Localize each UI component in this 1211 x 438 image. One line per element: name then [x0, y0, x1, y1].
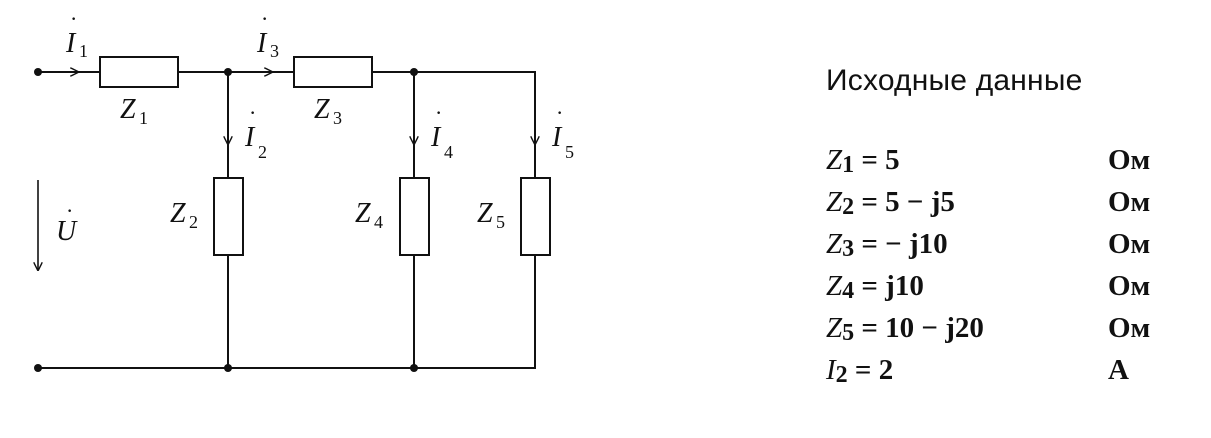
param-row-z2: Z2 = 5 − j5 Ом — [826, 186, 1186, 228]
impedance-label-z1: Z 1 — [120, 94, 148, 128]
svg-text:I: I — [65, 28, 77, 59]
svg-text:1: 1 — [79, 41, 88, 61]
terminal-bottom — [34, 364, 42, 372]
bottom-wire — [38, 255, 536, 369]
param-unit: Ом — [1108, 186, 1151, 218]
param-unit: Ом — [1108, 312, 1151, 344]
svg-text:4: 4 — [444, 142, 453, 162]
param-unit: Ом — [1108, 144, 1151, 176]
resistor-z2 — [213, 177, 244, 256]
param-value: = 5 — [861, 144, 900, 176]
svg-text:U: U — [56, 216, 78, 247]
current-label-i1: · I 1 — [65, 6, 88, 61]
svg-text:4: 4 — [374, 212, 383, 232]
node-bottom-z2 — [224, 364, 232, 372]
param-row-z4: Z4 = j10 Ом — [826, 270, 1186, 312]
svg-text:I: I — [551, 122, 563, 153]
param-unit: А — [1108, 354, 1129, 386]
circuit-diagram: · I 1 · I 3 · I 2 · I 4 · I 5 · U Z 1 Z … — [0, 6, 574, 372]
svg-text:I: I — [430, 122, 442, 153]
svg-text:1: 1 — [139, 108, 148, 128]
svg-text:2: 2 — [258, 142, 267, 162]
param-row-z1: Z1 = 5 Ом — [826, 144, 1186, 186]
impedance-label-z3: Z 3 — [314, 94, 342, 128]
svg-text:·: · — [70, 6, 77, 31]
param-symbol: Z — [826, 270, 843, 302]
svg-text:·: · — [261, 6, 268, 31]
param-index: 2 — [842, 194, 855, 220]
param-row-i2: I2 = 2 А — [826, 354, 1186, 396]
svg-text:Z: Z — [355, 198, 371, 229]
svg-text:2: 2 — [189, 212, 198, 232]
svg-text:I: I — [244, 122, 256, 153]
resistor-z3 — [293, 56, 373, 88]
current-label-i3: · I 3 — [256, 6, 279, 61]
resistor-z4 — [399, 177, 430, 256]
voltage-label-u: · U — [56, 198, 78, 247]
param-index: 3 — [842, 236, 855, 262]
param-value: = 10 − j20 — [861, 312, 984, 344]
svg-text:5: 5 — [565, 142, 574, 162]
svg-text:I: I — [256, 28, 268, 59]
node-top-z2 — [224, 68, 232, 76]
param-value: = 2 — [854, 354, 894, 386]
svg-text:3: 3 — [333, 108, 342, 128]
impedance-label-z5: Z 5 — [477, 198, 505, 232]
svg-text:Z: Z — [170, 198, 186, 229]
svg-text:·: · — [556, 100, 563, 125]
node-bottom-z4 — [410, 364, 418, 372]
svg-text:3: 3 — [270, 41, 279, 61]
impedance-label-z2: Z 2 — [170, 198, 198, 232]
terminal-top — [34, 68, 42, 76]
param-unit: Ом — [1108, 270, 1151, 302]
resistor-z1 — [99, 56, 179, 88]
param-unit: Ом — [1108, 228, 1151, 260]
param-symbol: Z — [826, 228, 843, 260]
current-label-i5: · I 5 — [551, 100, 574, 162]
param-symbol: Z — [826, 186, 843, 218]
param-value: = j10 — [861, 270, 924, 302]
svg-text:Z: Z — [314, 94, 330, 125]
svg-text:Z: Z — [120, 94, 136, 125]
svg-text:Z: Z — [477, 198, 493, 229]
param-index: 4 — [842, 278, 855, 304]
current-label-i2: · I 2 — [244, 100, 267, 162]
node-top-z4 — [410, 68, 418, 76]
param-index: 1 — [842, 152, 855, 178]
impedance-label-z4: Z 4 — [355, 198, 383, 232]
panel-title: Исходные данные — [826, 64, 1083, 97]
param-index: 5 — [842, 320, 855, 346]
param-value: = − j10 — [861, 228, 948, 260]
param-row-z5: Z5 = 10 − j20 Ом — [826, 312, 1186, 354]
param-symbol: I — [826, 354, 836, 386]
param-index: 2 — [835, 362, 848, 388]
source-data-panel: Исходные данные Z1 = 5 Ом Z2 = 5 − j5 Ом… — [826, 64, 1186, 396]
resistor-z5 — [520, 177, 551, 256]
param-symbol: Z — [826, 312, 843, 344]
current-label-i4: · I 4 — [430, 100, 453, 162]
param-value: = 5 − j5 — [861, 186, 955, 218]
svg-text:·: · — [66, 198, 73, 223]
svg-text:·: · — [435, 100, 442, 125]
param-row-z3: Z3 = − j10 Ом — [826, 228, 1186, 270]
svg-text:·: · — [249, 100, 256, 125]
svg-text:5: 5 — [496, 212, 505, 232]
param-symbol: Z — [826, 144, 843, 176]
